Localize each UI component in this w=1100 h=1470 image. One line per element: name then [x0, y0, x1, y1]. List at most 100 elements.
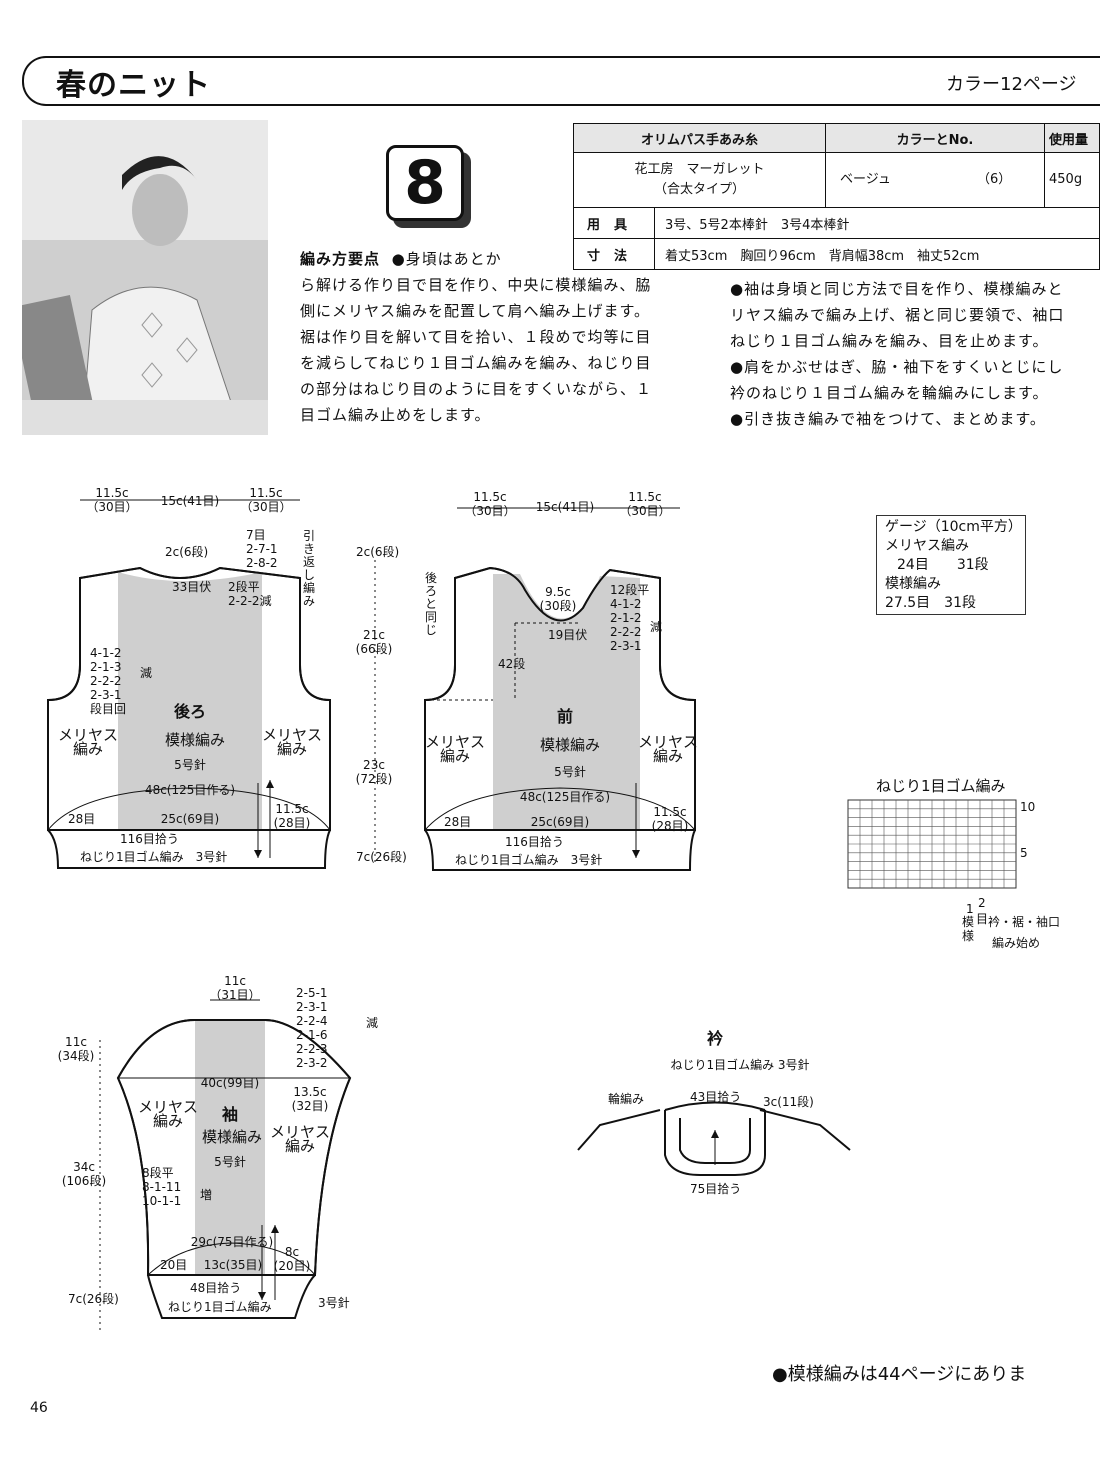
front-rib [424, 829, 696, 871]
sleeve-cap-height: 11c (34段) [57, 1035, 95, 1063]
instructions-right: ●袖は身頃と同じ方法で目を作り、模様編みと リヤス編みで編み上げ、裾と同じ要領で… [730, 276, 1090, 432]
sleeve-rib [147, 1274, 316, 1319]
collar-neck [664, 1101, 766, 1111]
front-neck-dec: 12段平 4-1-2 2-1-2 2-2-2 2-3-1 [610, 583, 650, 653]
sleeve-increase-note: 増 [200, 1188, 213, 1202]
instructions-right-line: ●袖は身頃と同じ方法で目を作り、模様編みと [730, 280, 1064, 298]
materials-yarn-type: （合太タイプ） [653, 182, 745, 197]
collar-inner [679, 1118, 751, 1164]
back-pick-up: 116目拾う [120, 832, 179, 846]
back-neck-depth: 2c(6段) [165, 545, 209, 559]
front-center-panel [493, 574, 640, 830]
materials-header-yarn: オリムパス手あみ糸 [573, 123, 826, 153]
instructions-heading: 編み方要点 [300, 250, 381, 268]
back-armhole-dec-note: 減 [140, 666, 153, 680]
page-number: 46 [30, 1400, 48, 1416]
collar-round: 輪編み [608, 1092, 645, 1106]
back-shoulder-note: 引き返し編み [303, 529, 316, 608]
size-label: 寸法 [573, 238, 655, 270]
materials-amount: 450g [1044, 152, 1100, 208]
front-piece-name: 前 [556, 707, 574, 726]
back-neck-bind: 33目伏 [172, 580, 212, 594]
color-page-reference: カラー12ページ [946, 74, 1077, 95]
sleeve-width: 40c(99目) [200, 1076, 260, 1090]
rib-chart-title: ねじり1目ゴム編み [876, 777, 1006, 795]
back-top-left-width: 11.5c （30目） [86, 486, 138, 514]
front-neck-bind: 19目伏 [548, 628, 588, 642]
front-rib: ねじり1目ゴム編み 3号針 [455, 853, 603, 867]
back-width: 48c(125目作る) [144, 783, 236, 797]
sleeve-cap-dec-note: 減 [366, 1016, 379, 1030]
back-armhole-dec: 4-1-2 2-1-3 2-2-2 2-3-1 段目回 [90, 646, 127, 716]
back-piece-name: 後ろ [173, 702, 207, 721]
instructions-left-line: ら解ける作り目で目を作り、中央に模様編み、脇 [300, 276, 652, 294]
instructions-left-line: の部分はねじり目のように目をすくいながら、１ [300, 380, 653, 398]
sleeve-top-width: 11c （31目） [209, 974, 261, 1002]
front-neck-depth: 9.5c (30段) [539, 585, 577, 613]
sleeve-right-count: 8c (20目) [273, 1245, 311, 1273]
rib-chart-col-1: 1 [966, 902, 974, 916]
front-left-count: 28目 [444, 815, 472, 829]
back-needle: 5号針 [174, 758, 206, 772]
front-rows-42: 42段 [498, 657, 526, 671]
model-photo [22, 120, 268, 435]
back-rib: ねじり1目ゴム編み 3号針 [80, 850, 228, 864]
front-top-right-width: 11.5c （30目） [619, 490, 671, 518]
rib-chart-row-5: 5 [1020, 846, 1028, 860]
sleeve-bottom-count: 13c(35目) [203, 1258, 263, 1272]
collar-pick-75: 75目拾う [690, 1182, 742, 1196]
collar-title: 衿 [706, 1029, 724, 1048]
back-left-count: 28目 [68, 812, 96, 826]
rib-chart-row-10: 10 [1020, 800, 1036, 814]
collar-height: 3c(11段) [763, 1095, 814, 1109]
rib-chart-note-start: 編み始め [992, 936, 1041, 950]
instructions-right-line: 衿のねじり１目ゴム編みを輪編みにします。 [730, 384, 1049, 402]
sleeve-left-stitch: メリヤス 編み [137, 1098, 199, 1130]
instructions-left: 編み方要点 ●身頃はあとか ら解ける作り目で目を作り、中央に模様編み、脇 側にメ… [300, 246, 652, 428]
materials-color-name: ベージュ [840, 172, 891, 187]
gauge-box: ゲージ（10cm平方） メリヤス編み 24目 31段 模様編み 27.5目 31… [876, 515, 1026, 615]
instructions-right-line: リヤス編みで編み上げ、裾と同じ要領で、袖口 [730, 306, 1065, 324]
back-bottom-count: 25c(69目) [160, 812, 220, 826]
collar-shoulder-left [577, 1109, 661, 1151]
sleeve-increase: 8段平 8-1-11 10-1-1 [142, 1166, 182, 1208]
instructions-left-line: 裾は作り目を解いて目を拾い、１段めで均等に目 [300, 328, 652, 346]
sleeve-pick-up: 48目拾う [190, 1281, 242, 1295]
sleeve-rib-needle: 3号針 [318, 1296, 350, 1310]
back-right-stitch: メリヤス 編み [261, 726, 323, 758]
front-top-left-width: 11.5c （30目） [464, 490, 516, 518]
gauge-pattern: 模様編み [885, 576, 941, 592]
instructions-right-line: ●引き抜き編みで袖をつけて、まとめます。 [730, 410, 1046, 428]
model-photo-drawing [22, 120, 268, 435]
instructions-left-line: 目ゴム編み止めをします。 [300, 406, 491, 424]
back-shoulder-rows: 7目 2-7-1 2-8-2 [246, 528, 278, 570]
back-rib [47, 829, 331, 869]
front-bottom-count: 25c(69目) [530, 815, 590, 829]
instructions-left-first: ●身頃はあとか [391, 250, 502, 268]
front-needle: 5号針 [554, 765, 586, 779]
collar-shoulder-right [759, 1109, 851, 1151]
rib-chart-note-stitch: 目 [976, 912, 989, 926]
sleeve-needle: 5号針 [214, 1155, 246, 1169]
armhole-height: 21c (66段) [355, 628, 393, 656]
sleeve-center-panel [195, 1020, 265, 1275]
rib-height: 7c(26段) [356, 850, 407, 864]
materials-table: オリムパス手あみ糸 カラーとNo. 使用量 花工房 マーガレット （合太タイプ）… [573, 123, 1100, 270]
materials-header-color: カラーとNo. [825, 123, 1045, 153]
materials-header-amount: 使用量 [1044, 123, 1100, 153]
back-neck-dec: 2段平 2-2-2減 [228, 580, 272, 608]
sleeve-cast-on: 29c(75目作る) [190, 1235, 274, 1249]
front-right-stitch: メリヤス 編み [637, 733, 699, 765]
gauge-pattern-values: 27.5目 31段 [885, 595, 976, 611]
front-left-stitch: メリヤス 編み [424, 733, 486, 765]
sleeve-right-width: 13.5c (32目) [291, 1085, 329, 1113]
front-neck-dec-note: 減 [650, 620, 663, 634]
size-value: 着丈53cm 胸回り96cm 背肩幅38cm 袖丈52cm [654, 238, 1100, 270]
back-right-count: 11.5c (28目) [273, 802, 311, 830]
sleeve-cap-dec: 2-5-1 2-3-1 2-2-4 2-1-6 2-2-3 2-3-2 [296, 986, 328, 1070]
instructions-left-line: 側にメリヤス編みを配置して肩へ編み上げます。 [300, 302, 651, 320]
gauge-title: ゲージ（10cm平方） [885, 519, 1022, 535]
sleeve-center-stitch: 模様編み [201, 1128, 263, 1146]
front-center-stitch: 模様編み [539, 736, 601, 754]
